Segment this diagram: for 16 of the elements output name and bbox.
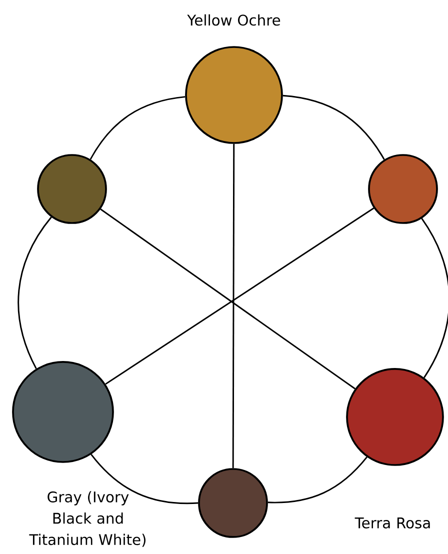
connecting-line bbox=[90, 454, 198, 504]
paint-circle bbox=[198, 468, 268, 538]
connecting-line bbox=[268, 456, 368, 504]
color-name: Yellow Ochre bbox=[187, 14, 280, 26]
connecting-line bbox=[282, 94, 385, 160]
paint-circle bbox=[368, 154, 438, 224]
paint-circle bbox=[346, 368, 444, 466]
color-name: Gray (Ivory Black and Titanium White) bbox=[29, 491, 146, 547]
paint-circle bbox=[37, 154, 107, 224]
paint-circle bbox=[185, 46, 283, 144]
connecting-line bbox=[421, 218, 448, 378]
color-name: Terra Rosa bbox=[354, 518, 430, 528]
connecting-line bbox=[18, 216, 52, 369]
connecting-line bbox=[232, 144, 235, 468]
paint-circle bbox=[12, 361, 114, 463]
connecting-line bbox=[90, 96, 186, 160]
